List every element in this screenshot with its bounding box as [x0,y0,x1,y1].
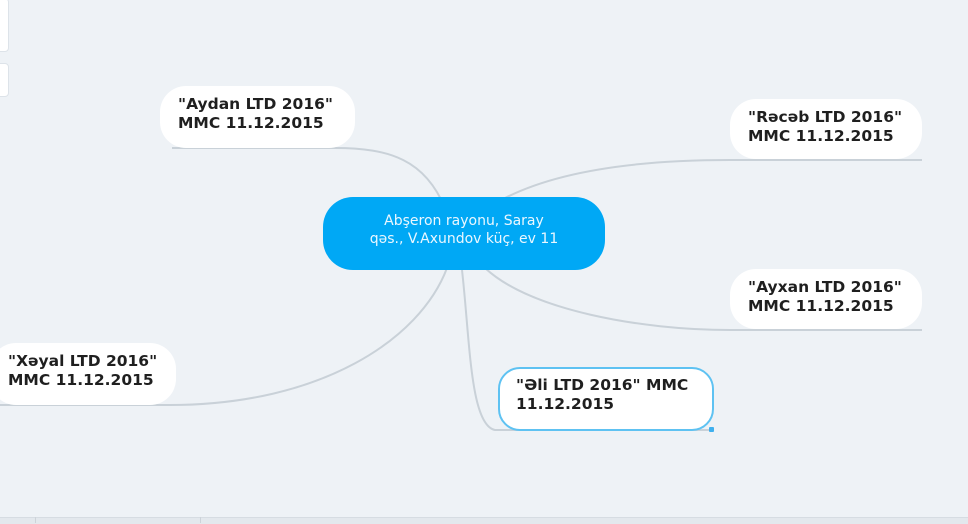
connector-aydan [172,147,446,209]
bottom-toolbar [0,517,968,524]
connector-xeyal [0,267,448,406]
central-topic[interactable]: Abşeron rayonu, Saray qəs., V.Axundov kü… [323,197,605,270]
resize-handle[interactable] [709,427,714,432]
topic-receb[interactable]: "Rəcəb LTD 2016" MMC 11.12.2015 [730,99,922,159]
side-panel-tab-bottom[interactable] [0,63,9,97]
bottom-toolbar-divider [200,517,201,523]
connector-eli [461,269,712,431]
connector-receb [504,159,922,199]
topic-eli[interactable]: "Əli LTD 2016" MMC 11.12.2015 [498,367,714,431]
side-panel-tab-top[interactable] [0,0,9,52]
topic-ayxan[interactable]: "Ayxan LTD 2016" MMC 11.12.2015 [730,269,922,329]
connector-ayxan [484,267,922,331]
topic-aydan[interactable]: "Aydan LTD 2016" MMC 11.12.2015 [160,86,355,148]
topic-xeyal[interactable]: "Xəyal LTD 2016" MMC 11.12.2015 [0,343,176,405]
bottom-toolbar-divider [35,517,36,523]
